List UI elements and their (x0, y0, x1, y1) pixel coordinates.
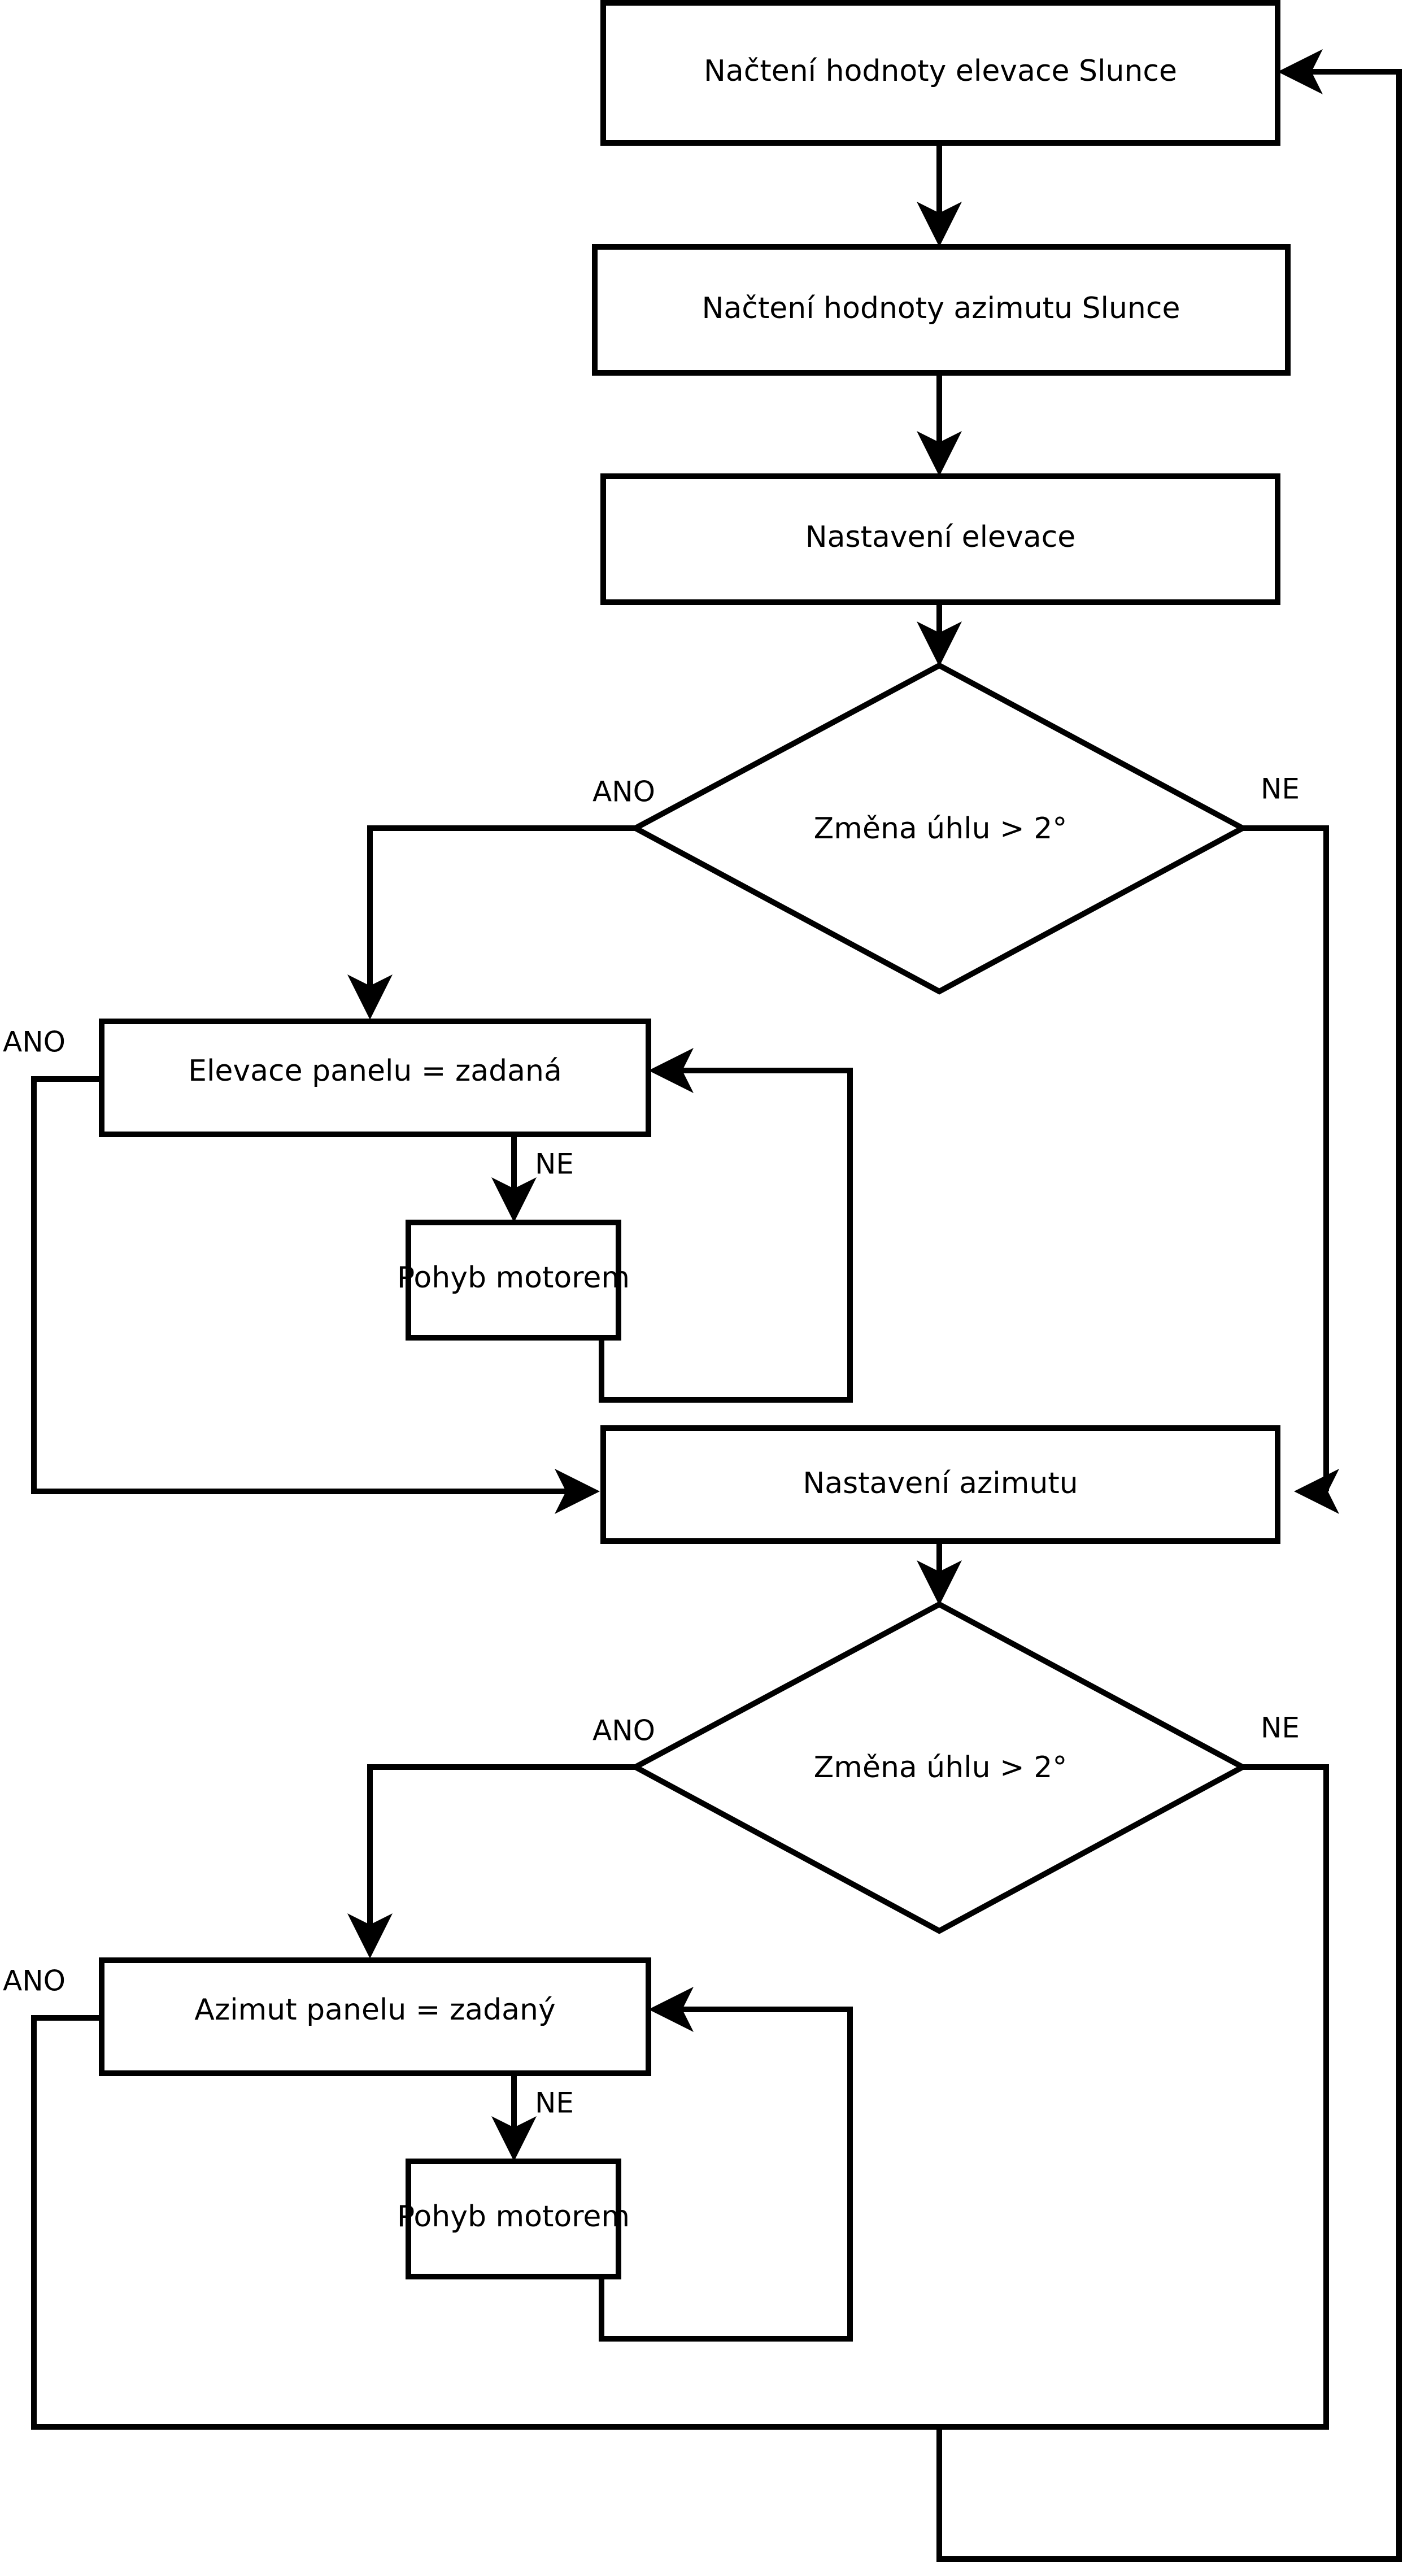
node-motor-move-azimuth-rect (406, 2159, 621, 2279)
node-read-elevation-rect (600, 0, 1280, 146)
node-motor-move-azimuth: Pohyb motorem (397, 2159, 630, 2279)
node-panel-elevation-check-rect (99, 1019, 651, 1137)
arrowhead-panel-azimuth-check (347, 1913, 393, 1959)
edge-decision-elevation-no (1243, 825, 1329, 1491)
edge-label-decision-azimuth-no: NE (1261, 1712, 1300, 1744)
arrowhead-set-elevation (917, 431, 962, 476)
node-motor-move-elevation-rect (406, 1220, 621, 1341)
arrowhead-panel-elevation-check (347, 974, 393, 1020)
node-set-elevation: Nastavení elevace (600, 473, 1280, 605)
node-decision-azimuth-label: Změna úhlu > 2° (814, 1751, 1068, 1785)
node-decision-elevation-diamond (629, 662, 1249, 995)
arrowhead-panel-azimuth-return (648, 1987, 694, 2032)
node-motor-move-azimuth-label: Pohyb motorem (397, 2200, 630, 2234)
node-read-azimuth-label: Načtení hodnoty azimutu Slunce (702, 291, 1180, 325)
node-decision-elevation-label: Změna úhlu > 2° (814, 812, 1068, 846)
node-read-azimuth-rect (592, 244, 1291, 376)
node-read-elevation-label: Načtení hodnoty elevace Slunce (704, 54, 1177, 88)
node-set-azimuth: Nastavení azimutu (600, 1425, 1280, 1544)
node-panel-azimuth-check: Azimut panelu = zadaný (99, 1957, 651, 2076)
node-panel-azimuth-check-rect (99, 1957, 651, 2076)
edge-decision-azimuth-yes (367, 1764, 635, 1926)
node-set-azimuth-rect (600, 1425, 1280, 1544)
node-motor-move-elevation-label: Pohyb motorem (397, 1261, 630, 1295)
arrowhead-read-elevation-return (1278, 49, 1323, 94)
edge-decision-elevation-yes (367, 825, 635, 987)
edge-motor-azimuth-return (599, 2007, 853, 2342)
node-decision-azimuth-diamond (629, 1601, 1249, 1934)
arrowhead-decision-elevation (917, 621, 962, 667)
node-decision-elevation: Změna úhlu > 2° (629, 662, 1249, 995)
edge-label-panel-azimuth-yes: ANO (3, 1965, 66, 1998)
edge-motor-elevation-return (599, 1068, 853, 1403)
node-panel-elevation-check-label: Elevace panelu = zadaná (188, 1054, 562, 1088)
node-set-azimuth-label: Nastavení azimutu (803, 1467, 1078, 1500)
node-panel-azimuth-check-label: Azimut panelu = zadaný (194, 1993, 555, 2027)
arrowhead-motor-move-elevation (491, 1177, 537, 1222)
node-set-elevation-rect (600, 473, 1280, 605)
arrowhead-decision-azimuth (917, 1560, 962, 1605)
node-decision-azimuth: Změna úhlu > 2° (629, 1601, 1249, 1934)
edge-label-decision-azimuth-yes: ANO (592, 1715, 655, 1747)
node-set-elevation-label: Nastavení elevace (805, 520, 1075, 554)
edge-panel-azimuth-yes (31, 2015, 942, 2430)
node-read-elevation: Načtení hodnoty elevace Slunce (600, 0, 1280, 146)
node-panel-elevation-check: Elevace panelu = zadaná (99, 1019, 651, 1137)
edge-label-panel-elevation-yes: ANO (3, 1026, 66, 1059)
node-motor-move-elevation: Pohyb motorem (397, 1220, 630, 1341)
edge-label-panel-elevation-no: NE (535, 1148, 574, 1181)
arrowhead-set-azimuth-right (1294, 1469, 1339, 1514)
arrowhead-panel-elevation-return (648, 1048, 694, 1093)
edge-label-decision-elevation-yes: ANO (592, 776, 655, 808)
node-read-azimuth: Načtení hodnoty azimutu Slunce (592, 244, 1291, 376)
edge-label-panel-azimuth-no: NE (535, 2087, 574, 2120)
arrowhead-set-azimuth-left (555, 1469, 600, 1514)
edge-panel-elevation-yes (31, 1076, 568, 1494)
edge-label-decision-elevation-no: NE (1261, 773, 1300, 806)
arrowhead-read-azimuth (917, 202, 962, 247)
arrowhead-motor-move-azimuth (491, 2116, 537, 2161)
edge-decision-azimuth-no-return-top (936, 69, 1402, 2562)
